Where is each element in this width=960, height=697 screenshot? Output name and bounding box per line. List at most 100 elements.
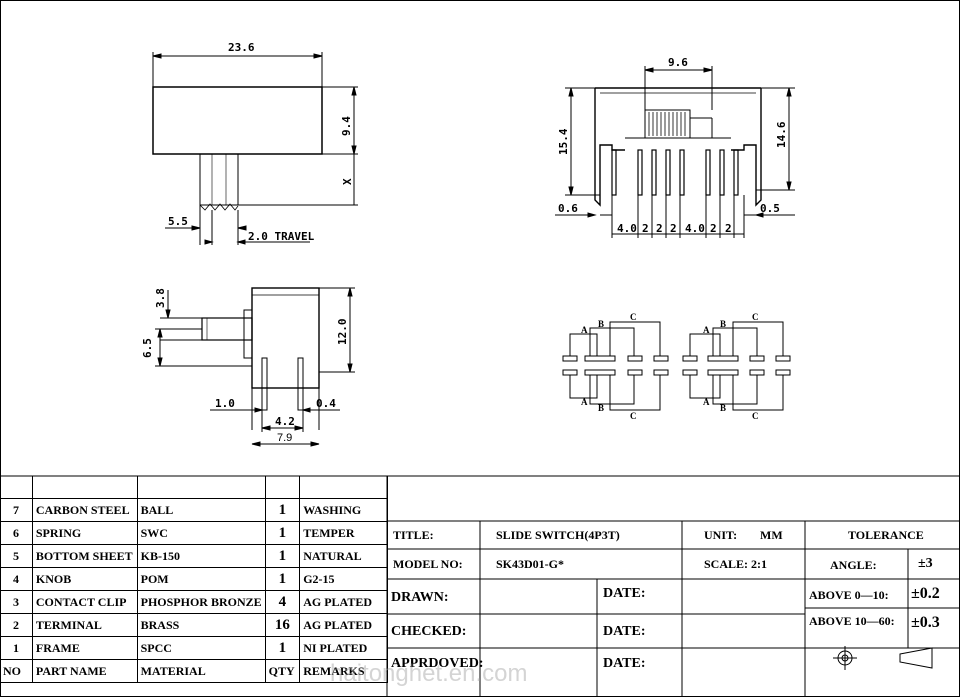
bom-header-qty: QTY (264, 659, 301, 683)
date-label: DATE: (603, 586, 646, 601)
angle-label: ANGLE: (830, 558, 877, 572)
bom-cell-material: PHOSPHOR BRONZE (136, 590, 266, 614)
schematic-label-c: C (630, 312, 637, 322)
dim-knob-center-label: 6.5 (141, 338, 154, 358)
front-view (555, 66, 795, 238)
approved-label: APPRDOVED: (391, 656, 484, 671)
knob-hatch (648, 112, 686, 136)
schematic-label-b: B (720, 403, 726, 413)
bom-cell-name: BOTTOM SHEET (31, 544, 138, 568)
bom-cell-name: TERMINAL (31, 613, 138, 637)
tol1-value: ±0.2 (911, 585, 940, 602)
bom-cell-material: KB-150 (136, 544, 266, 568)
bom-cell-remarks: WASHING (299, 498, 388, 522)
date-label: DATE: (603, 624, 646, 639)
bom-header-no: NO (0, 659, 33, 683)
bom-cell-qty: 4 (264, 590, 301, 614)
dim-right-height-label: 14.6 (775, 121, 788, 148)
watermark: haitonghet.en.com (330, 660, 528, 687)
schematic-label-c: C (752, 411, 759, 421)
tol2-value: ±0.3 (911, 614, 940, 631)
bom-cell-qty: 1 (264, 567, 301, 591)
bom-cell-remarks: G2-15 (299, 567, 388, 591)
bom-cell-material: BALL (136, 498, 266, 522)
bom-cell-material: SPCC (136, 636, 266, 660)
dim-height-label: 9.4 (340, 116, 353, 136)
pitch-label: 4.0 (617, 222, 637, 235)
schematic-label-b: B (720, 319, 726, 329)
top-view (152, 52, 358, 245)
bom-cell-name: KNOB (31, 567, 138, 591)
pitch-label: 2 (642, 222, 649, 235)
dim-knob-width-label: 5.5 (168, 215, 188, 228)
model-label: MODEL NO: (393, 557, 463, 571)
bom-cell-no: 5 (0, 544, 33, 568)
bom-header-remarks: REMARKS (299, 659, 388, 683)
unit-label: UNIT: (704, 528, 738, 542)
bom-cell-qty: 1 (264, 544, 301, 568)
bom-cell-remarks: NATURAL (299, 544, 388, 568)
bom-cell-material: BRASS (136, 613, 266, 637)
bom-header-material: MATERIAL (136, 659, 266, 683)
top-knob-outline (199, 154, 239, 206)
tol2-label: ABOVE 10—60: (809, 614, 895, 628)
bom-cell-name: SPRING (31, 521, 138, 545)
bom-cell-no: 3 (0, 590, 33, 614)
schematic-label-b: B (598, 319, 604, 329)
bom-cell-name: FRAME (31, 636, 138, 660)
bom-cell-material: POM (136, 567, 266, 591)
schematic-label-c: C (630, 411, 637, 421)
bom-cell-no: 1 (0, 636, 33, 660)
bom-cell-no: 7 (0, 498, 33, 522)
bom-header-row: NO PART NAME MATERIAL QTY REMARKS (0, 659, 388, 683)
schematic-label-a: A (581, 397, 588, 407)
dim-body-height-label: 12.0 (336, 319, 349, 346)
checked-label: CHECKED: (391, 624, 467, 639)
dim-pin-right-label: 0.4 (316, 397, 336, 410)
schematic-label-a: A (581, 325, 588, 335)
tolerance-heading: TOLERANCE (848, 528, 924, 542)
date-label: DATE: (603, 656, 646, 671)
bom-cell-material: SWC (136, 521, 266, 545)
bom-cell-qty: 1 (264, 521, 301, 545)
side-view (155, 287, 355, 447)
pitch-label: 2 (656, 222, 663, 235)
pitch-label: 2 (670, 222, 677, 235)
bom-cell-qty: 16 (264, 613, 301, 637)
schematic-label-c: C (752, 312, 759, 322)
drawn-label: DRAWN: (391, 590, 449, 605)
unit-value: MM (760, 528, 783, 542)
model-value: SK43D01-G* (496, 557, 565, 571)
pitch-label: 2 (710, 222, 717, 235)
dim-knob-span-label: 9.6 (668, 56, 688, 69)
dim-right-offset-label: 0.5 (760, 202, 780, 215)
schematic-label-a: A (703, 397, 710, 407)
bom-cell-no: 4 (0, 567, 33, 591)
bom-cell-remarks: AG PLATED (299, 590, 388, 614)
dim-pin-left-label: 1.0 (215, 397, 235, 410)
schematic-label-a: A (703, 325, 710, 335)
pitch-label: 2 (725, 222, 732, 235)
pitch-label: 4.0 (685, 222, 705, 235)
title-label: TITLE: (393, 528, 434, 542)
schematic-label-b: B (598, 403, 604, 413)
bom-cell-no: 6 (0, 521, 33, 545)
title-value: SLIDE SWITCH(4P3T) (496, 528, 620, 542)
dim-travel-label: 2.0 TRAVEL (248, 230, 315, 243)
scale-text: SCALE: 2:1 (704, 557, 768, 571)
tol1-label: ABOVE 0—10: (809, 588, 889, 602)
bom-cell-qty: 1 (264, 498, 301, 522)
front-terminals (611, 149, 739, 196)
bom-header-name: PART NAME (31, 659, 138, 683)
bom-cell-remarks: AG PLATED (299, 613, 388, 637)
dim-x-label: X (341, 178, 354, 185)
bom-cell-remarks: TEMPER (299, 521, 388, 545)
